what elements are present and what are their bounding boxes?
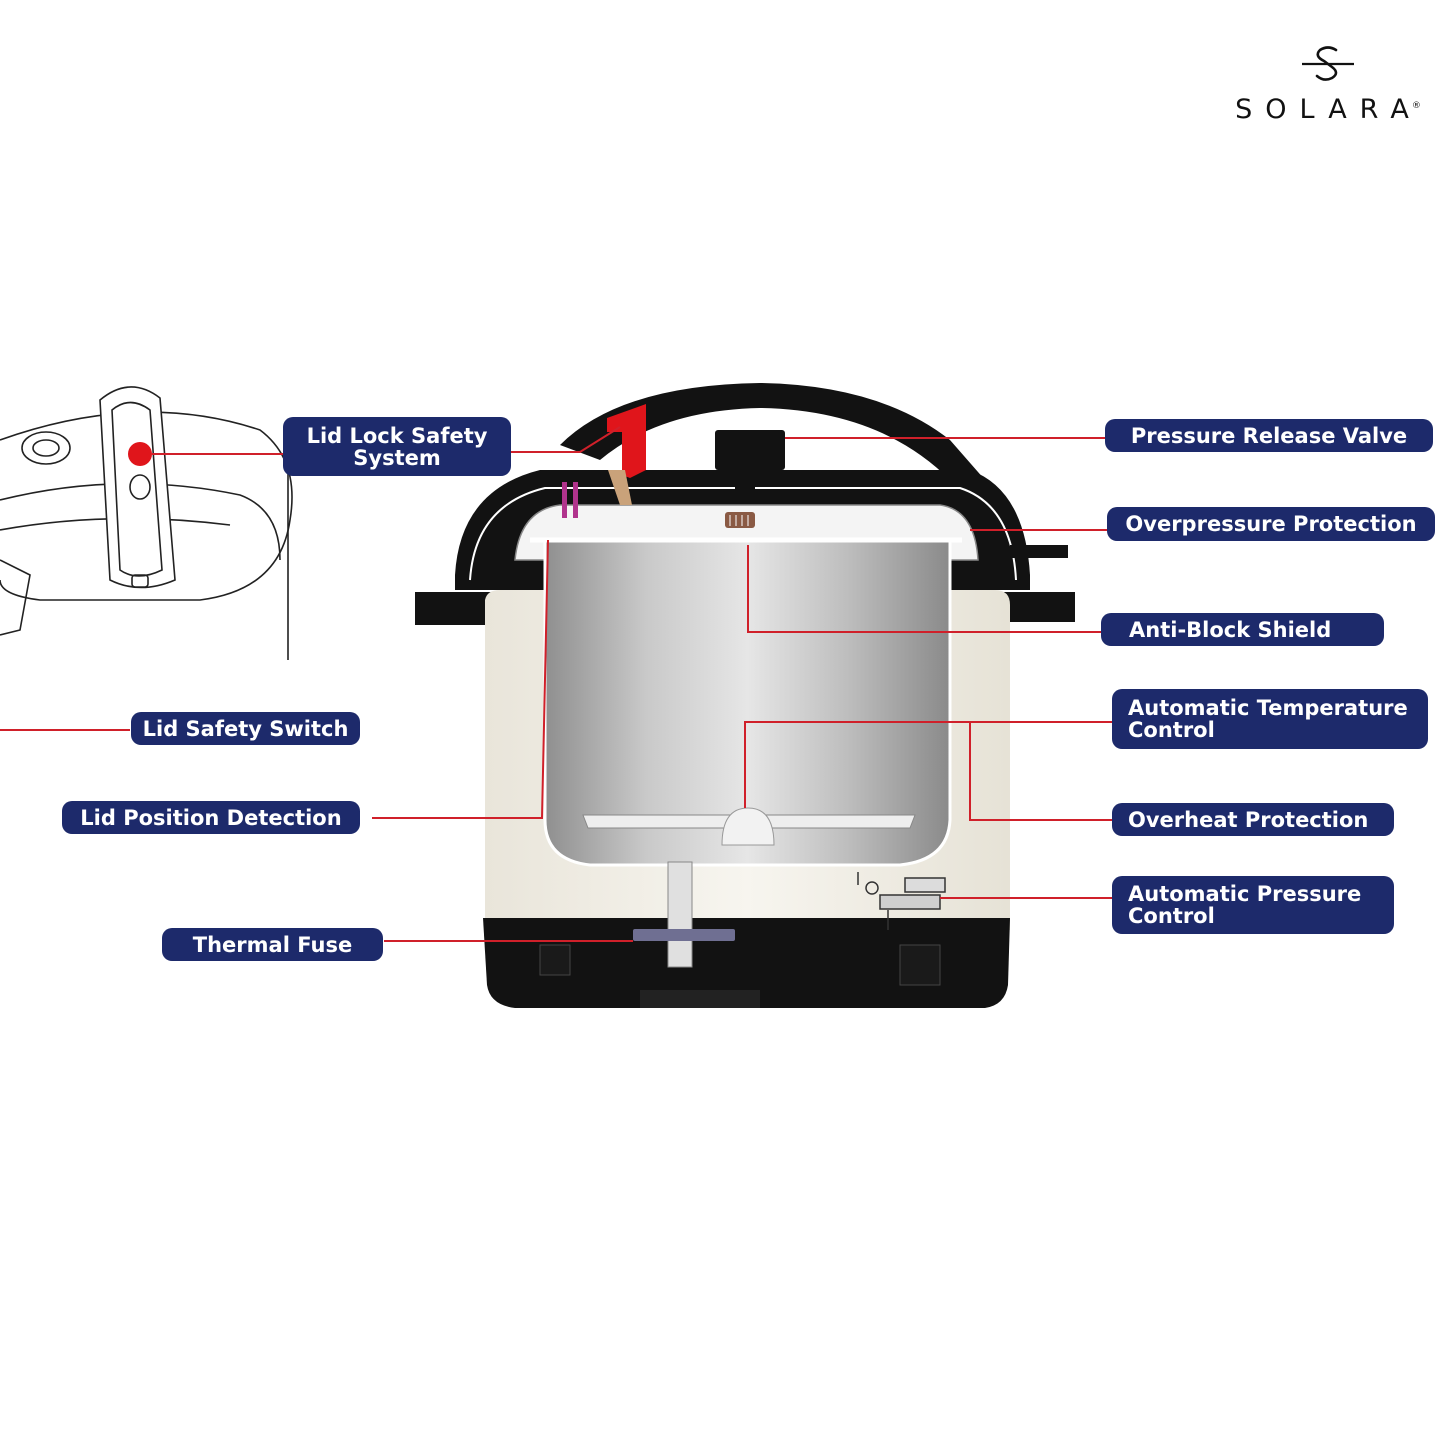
label-pressure-release-valve: Pressure Release Valve <box>1105 419 1433 452</box>
lid-detail-sketch <box>0 386 293 660</box>
label-anti-block-shield-text: Anti-Block Shield <box>1129 617 1332 642</box>
label-lid-safety-switch-text: Lid Safety Switch <box>142 716 349 741</box>
leader-lines <box>0 426 1113 942</box>
left-side-handle <box>415 592 495 625</box>
solara-swirl-icon <box>1302 46 1354 81</box>
label-auto-pressure-control-line1: Automatic Pressure <box>1128 882 1362 906</box>
label-overheat-protection-text: Overheat Protection <box>1128 807 1369 832</box>
label-overheat-protection: Overheat Protection <box>1112 803 1394 836</box>
label-overpressure-protection: Overpressure Protection <box>1107 507 1435 541</box>
label-lid-lock-safety: Lid Lock Safety System <box>283 417 511 476</box>
label-thermal-fuse: Thermal Fuse <box>162 928 383 961</box>
label-lid-position-detection: Lid Position Detection <box>62 801 360 834</box>
label-thermal-fuse-text: Thermal Fuse <box>192 932 353 957</box>
lid-lock-pin <box>607 404 646 478</box>
label-auto-pressure-control-line2: Control <box>1128 904 1215 928</box>
label-lid-safety-switch: Lid Safety Switch <box>131 712 360 745</box>
label-lid-position-detection-text: Lid Position Detection <box>80 805 342 830</box>
brand-logo: SOLARA® <box>1228 38 1428 128</box>
temperature-sensor <box>721 807 775 846</box>
pressure-control-assembly <box>857 872 946 930</box>
registered-mark: ® <box>1411 101 1421 111</box>
lid-lock-indicator-dot <box>128 442 152 466</box>
lid-handle <box>560 383 985 480</box>
label-auto-pressure-control: Automatic Pressure Control <box>1112 876 1394 934</box>
label-auto-temp-control: Automatic Temperature Control <box>1112 689 1428 749</box>
label-lid-lock-safety-line1: Lid Lock Safety <box>306 423 488 448</box>
label-auto-temp-control-line2: Control <box>1128 718 1215 742</box>
label-pressure-release-valve-text: Pressure Release Valve <box>1130 423 1408 448</box>
inner-pot <box>543 538 952 867</box>
thermal-fuse-part <box>633 929 735 941</box>
label-anti-block-shield: Anti-Block Shield <box>1101 613 1384 646</box>
pressure-release-valve-part <box>715 430 785 470</box>
label-overpressure-protection-text: Overpressure Protection <box>1125 512 1417 536</box>
label-lid-lock-safety-line2: System <box>353 445 441 470</box>
brand-name: SOLARA® <box>1235 94 1422 125</box>
right-side-handle <box>990 592 1075 622</box>
label-auto-temp-control-line1: Automatic Temperature <box>1128 696 1408 720</box>
